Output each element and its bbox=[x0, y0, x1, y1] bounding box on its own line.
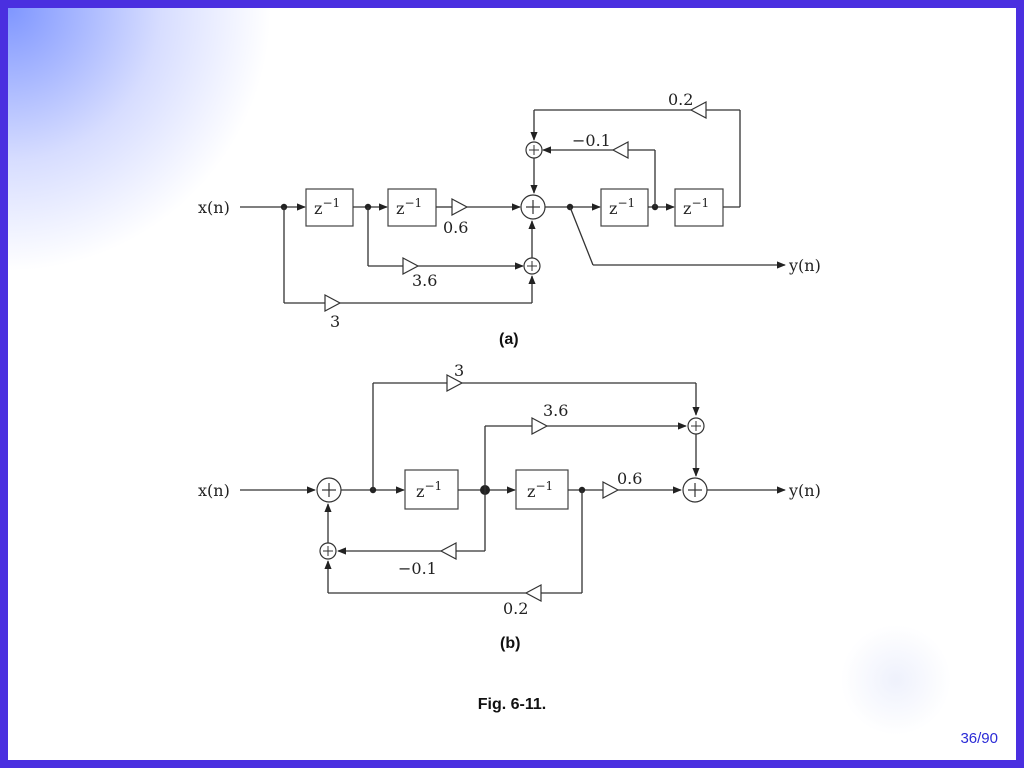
gain-label: 0.6 bbox=[443, 218, 468, 237]
slide bbox=[8, 8, 1016, 760]
delay-block-a4 bbox=[674, 188, 724, 227]
gain-label: 3.6 bbox=[543, 401, 568, 420]
part-a-label: (a) bbox=[499, 331, 519, 348]
gain-triangle bbox=[524, 584, 542, 602]
corner-decoration bbox=[8, 8, 308, 308]
part-b-label: (b) bbox=[500, 635, 520, 652]
gain-triangle bbox=[439, 542, 457, 560]
input-label-b: x(n) bbox=[198, 481, 230, 500]
gain-label: 0.2 bbox=[503, 599, 528, 618]
watermark-decoration bbox=[836, 620, 956, 740]
gain-triangle bbox=[446, 374, 464, 392]
delay-block-a1 bbox=[305, 188, 354, 227]
output-label-a: y(n) bbox=[788, 256, 821, 275]
gain-label: −0.1 bbox=[572, 131, 611, 150]
gain-triangle bbox=[689, 101, 707, 119]
page-number: 36/90 bbox=[960, 730, 998, 747]
delay-block-a2 bbox=[387, 188, 437, 227]
delay-label: z−1 bbox=[396, 196, 422, 218]
input-label-a: x(n) bbox=[198, 198, 230, 217]
gain-label: 3.6 bbox=[412, 271, 437, 290]
gain-triangle bbox=[531, 417, 549, 435]
gain-label: 0.2 bbox=[668, 90, 693, 109]
gain-triangle bbox=[402, 257, 420, 275]
gain-triangle bbox=[611, 141, 629, 159]
delay-label: z−1 bbox=[683, 196, 709, 218]
delay-label: z−1 bbox=[416, 479, 442, 501]
delay-label: z−1 bbox=[527, 479, 553, 501]
gain-triangle bbox=[324, 294, 342, 312]
gain-label: 3 bbox=[454, 361, 464, 380]
delay-block-b2 bbox=[515, 469, 569, 510]
output-label-b: y(n) bbox=[788, 481, 821, 500]
delay-label: z−1 bbox=[609, 196, 635, 218]
gain-label: −0.1 bbox=[398, 559, 437, 578]
gain-triangle bbox=[602, 481, 620, 499]
gain-triangle bbox=[451, 198, 469, 216]
gain-label: 0.6 bbox=[617, 469, 642, 488]
figure-caption: Fig. 6-11. bbox=[477, 696, 547, 713]
delay-label: z−1 bbox=[314, 196, 340, 218]
diagram-a: x(n) z−1 z−1 0.6 3.6 3 bbox=[198, 90, 821, 348]
gain-label: 3 bbox=[330, 312, 340, 331]
diagram-b: x(n) z−1 z−1 0.6 y(n) 3 bbox=[198, 361, 821, 652]
